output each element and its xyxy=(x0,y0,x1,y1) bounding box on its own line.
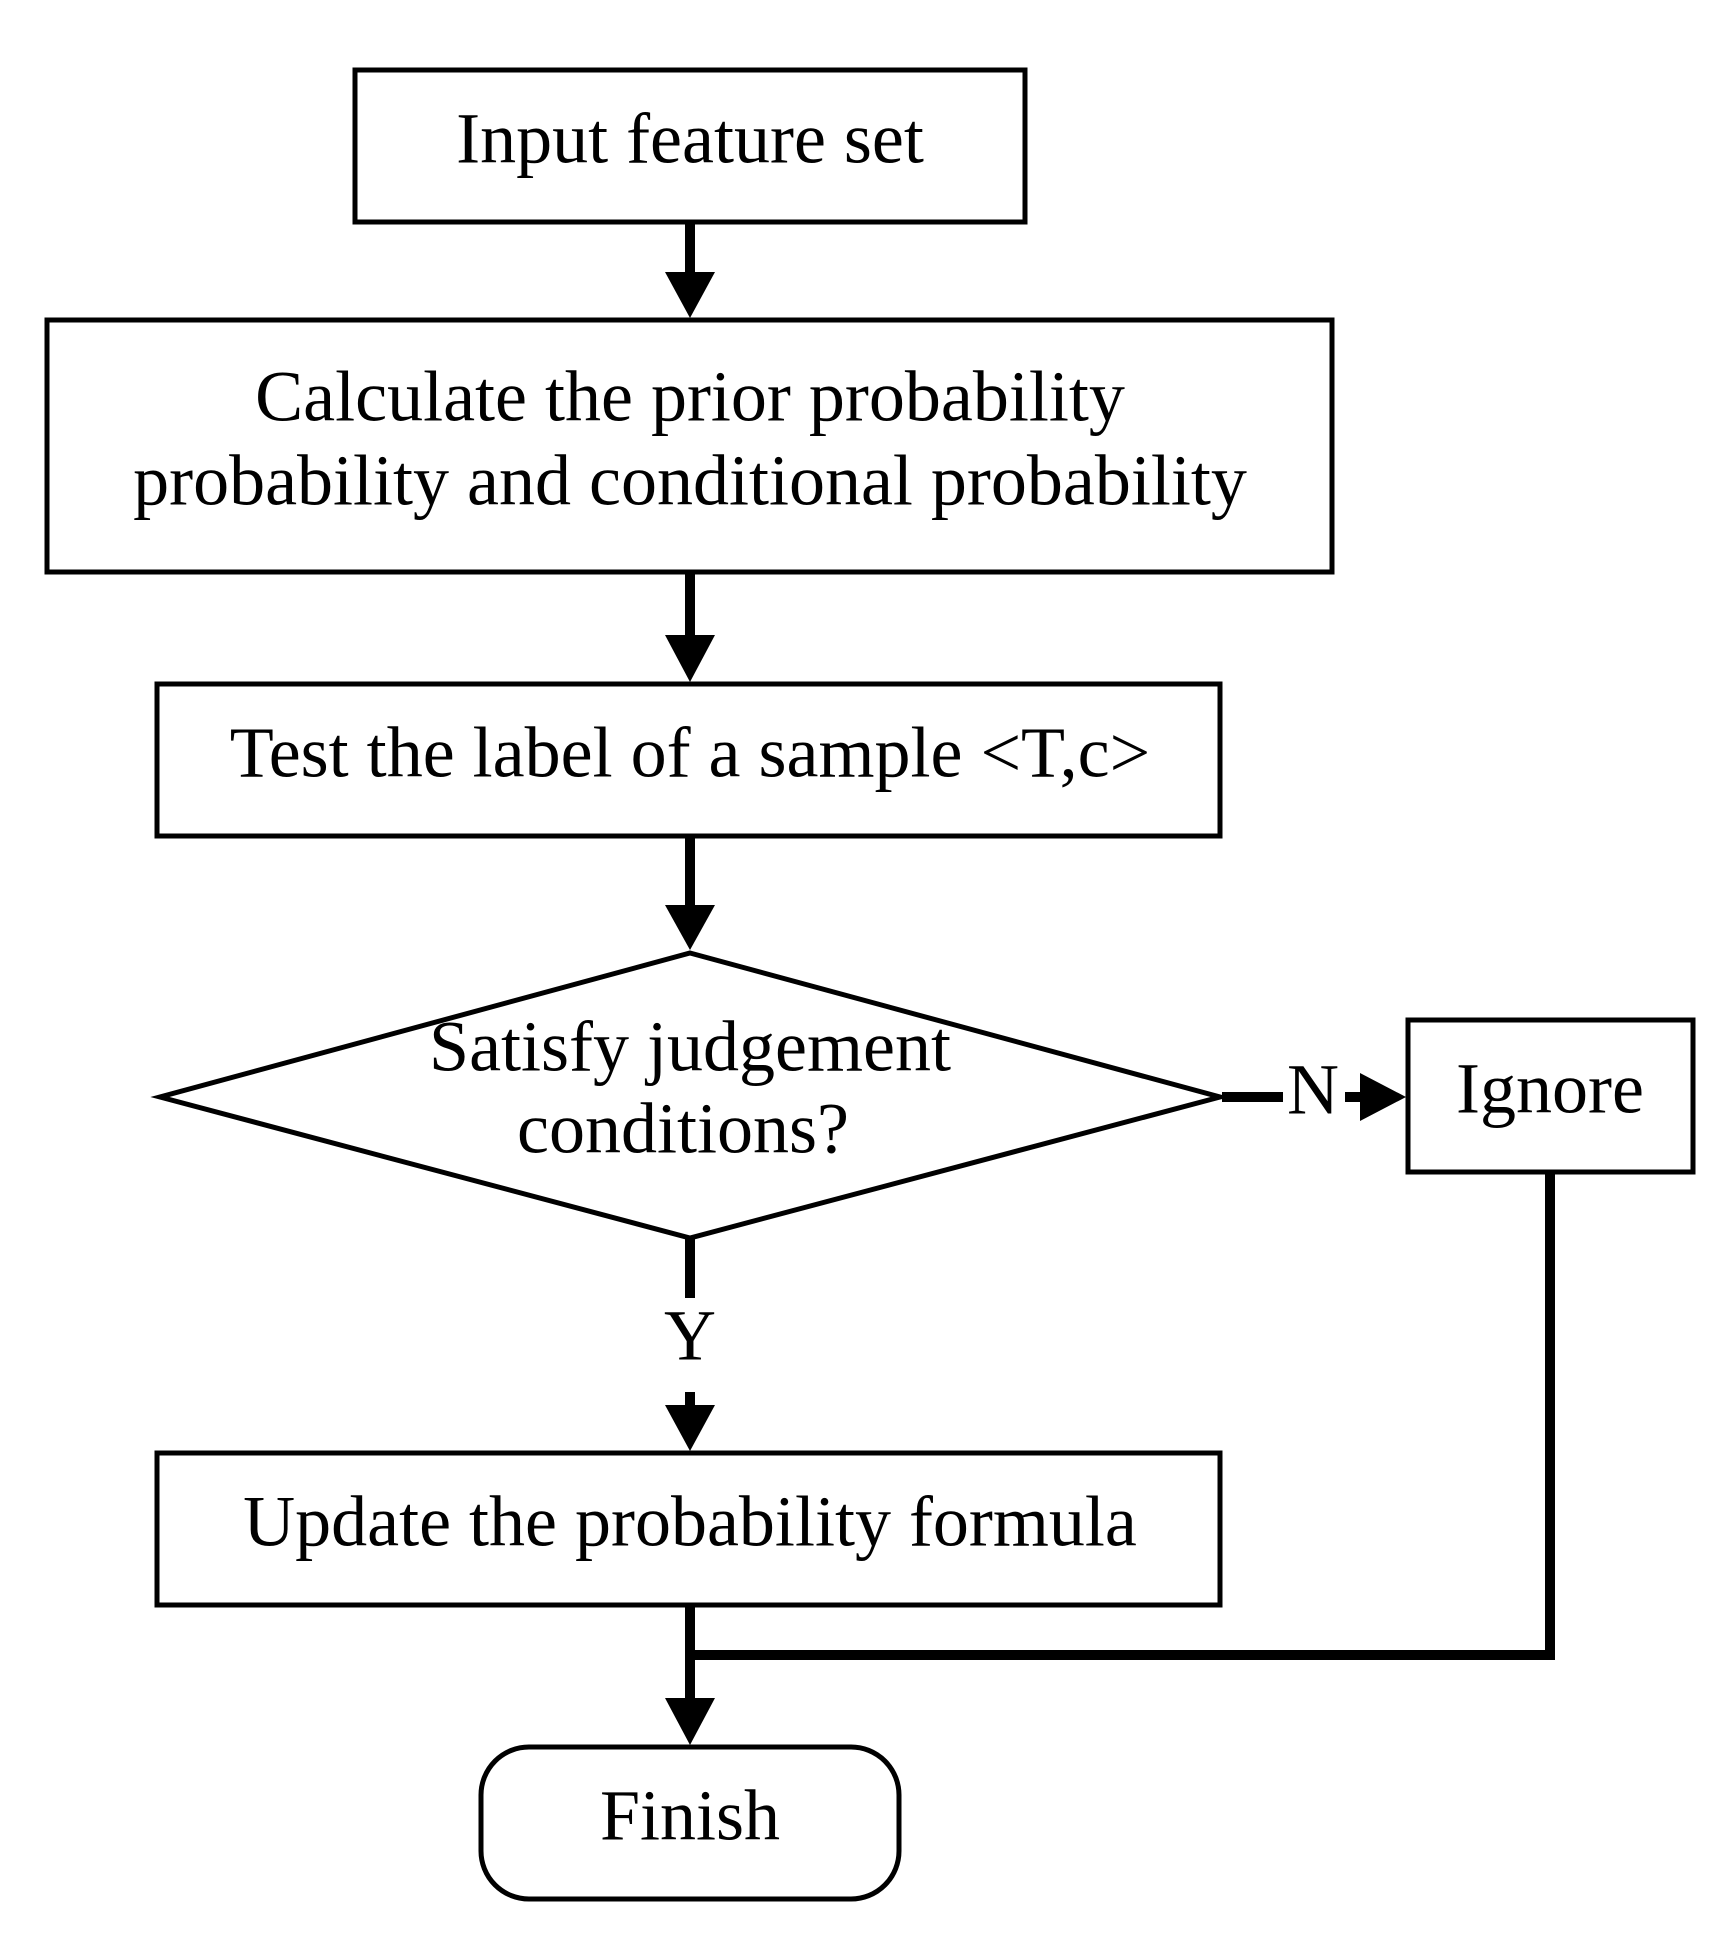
arrow-test-to-decision xyxy=(665,836,715,950)
node-calculate-line-2: probability and conditional probability xyxy=(133,441,1247,521)
node-calculate-line-1: Calculate the prior probability xyxy=(255,357,1125,437)
node-ignore: Ignore xyxy=(1405,1017,1696,1175)
node-update-formula: Update the probability formula xyxy=(154,1450,1223,1608)
arrow-input-to-calculate xyxy=(665,222,715,318)
node-test-label: Test the label of a sample <T,c> xyxy=(154,681,1223,839)
arrow-merge-to-finish xyxy=(665,1605,715,1745)
arrow-decision-to-update: Y xyxy=(664,1238,716,1451)
arrow-decision-to-ignore: N xyxy=(1222,1050,1406,1130)
node-finish: Finish xyxy=(478,1744,902,1902)
node-test-text: Test the label of a sample <T,c> xyxy=(230,713,1151,793)
edge-label-yes: Y xyxy=(664,1296,716,1376)
node-decision-line-2: conditions? xyxy=(517,1089,849,1169)
node-input-label: Input feature set xyxy=(456,99,924,179)
connector-ignore-to-merge xyxy=(690,1172,1555,1660)
node-update-text: Update the probability formula xyxy=(243,1482,1137,1562)
node-calculate-probability: Calculate the prior probability probabil… xyxy=(44,317,1335,575)
node-input-feature-set: Input feature set xyxy=(352,67,1028,225)
node-decision: Satisfy judgement conditions? xyxy=(150,950,1230,1241)
node-decision-line-1: Satisfy judgement xyxy=(429,1007,951,1087)
edge-label-no: N xyxy=(1287,1050,1339,1130)
node-finish-text: Finish xyxy=(600,1776,780,1856)
node-ignore-text: Ignore xyxy=(1456,1049,1644,1129)
arrow-calculate-to-test xyxy=(665,572,715,682)
